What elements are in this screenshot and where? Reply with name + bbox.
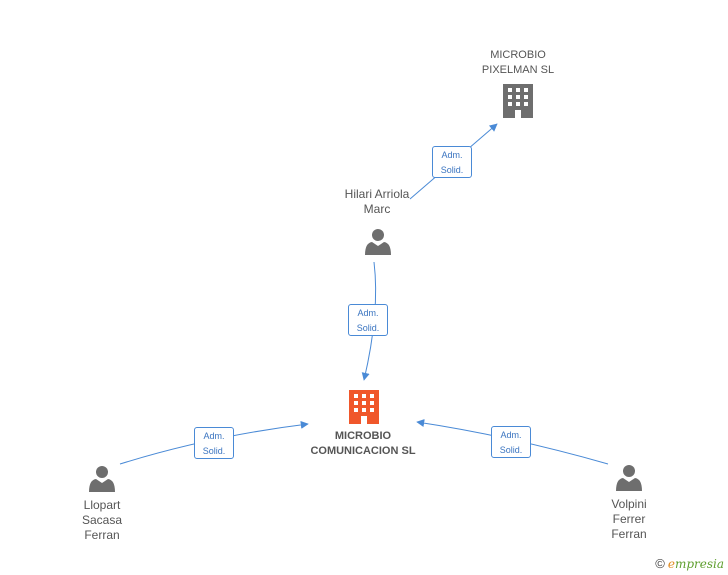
node-label-microbio-comunicacion[interactable]: MICROBIO COMUNICACION SL <box>310 430 416 457</box>
edge-label-hilari-main[interactable]: Adm. Solid. <box>348 304 388 336</box>
person-icon[interactable] <box>365 229 391 255</box>
brand-letter-e: e <box>667 557 675 571</box>
brand-name-rest: mpresia <box>674 557 724 571</box>
edge-label-volpini-main[interactable]: Adm. Solid. <box>491 426 531 458</box>
node-label-microbio-pixelman[interactable]: MICROBIO PIXELMAN SL <box>481 49 555 76</box>
edge-label-llopart-main[interactable]: Adm. Solid. <box>194 427 234 459</box>
building-icon[interactable] <box>503 84 533 118</box>
node-label-llopart-sacasa-ferran[interactable]: Llopart Sacasa Ferran <box>81 498 123 542</box>
empresia-logo: ©empresia <box>655 556 724 571</box>
building-icon[interactable] <box>349 390 379 424</box>
node-label-volpini-ferrer-ferran[interactable]: Volpini Ferrer Ferran <box>611 497 647 541</box>
person-icon[interactable] <box>89 466 115 492</box>
node-label-hilari-arriola-marc[interactable]: Hilari Arriola Marc <box>344 187 410 216</box>
copyright-symbol: © <box>655 556 665 571</box>
edge-label-hilari-pixelman[interactable]: Adm. Solid. <box>432 146 472 178</box>
person-icon[interactable] <box>616 465 642 491</box>
